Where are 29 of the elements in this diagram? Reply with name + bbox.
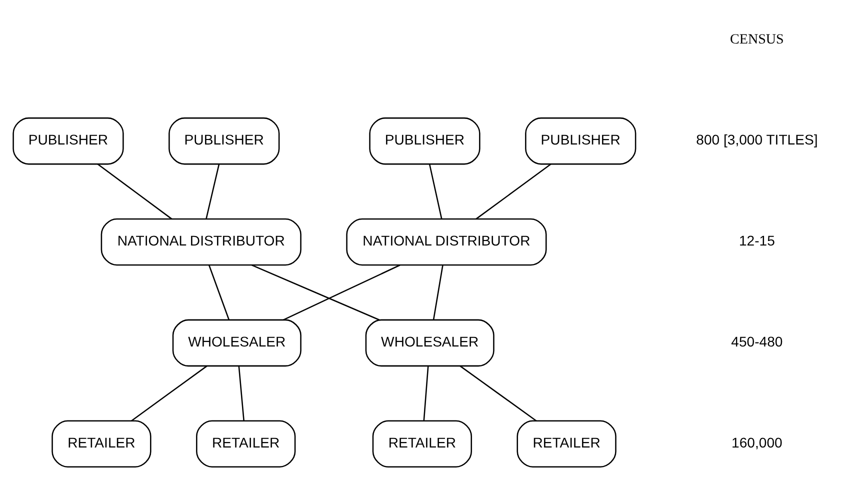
- connector: [428, 164, 442, 220]
- connector: [208, 264, 230, 320]
- node-box: WHOLESALER: [172, 319, 302, 367]
- node-box: WHOLESALER: [365, 319, 494, 367]
- connector: [432, 265, 444, 320]
- node-box: PUBLISHER: [168, 117, 280, 165]
- node-box: NATIONAL DISTRIBUTOR: [346, 218, 547, 266]
- connector: [283, 264, 400, 320]
- node-box: RETAILER: [372, 420, 472, 468]
- node-box: RETAILER: [196, 420, 296, 468]
- node-box: RETAILER: [516, 420, 616, 468]
- connector: [206, 164, 220, 220]
- label: 12-15: [738, 232, 775, 249]
- connector: [476, 164, 552, 220]
- node-box: PUBLISHER: [12, 117, 124, 165]
- connector: [460, 366, 537, 422]
- label: 160,000: [732, 434, 782, 450]
- connector: [252, 264, 380, 320]
- node-box: NATIONAL DISTRIBUTOR: [100, 218, 302, 266]
- label: 450-480: [731, 334, 783, 350]
- node-box: PUBLISHER: [525, 117, 636, 165]
- label: CENSUS: [730, 32, 784, 48]
- connector: [131, 366, 208, 422]
- connector: [97, 164, 172, 220]
- connector: [238, 366, 244, 421]
- node-box: PUBLISHER: [369, 117, 480, 165]
- node-box: RETAILER: [52, 420, 152, 468]
- connector: [423, 366, 429, 421]
- label: 800 [3,000 TITLES]: [696, 132, 818, 148]
